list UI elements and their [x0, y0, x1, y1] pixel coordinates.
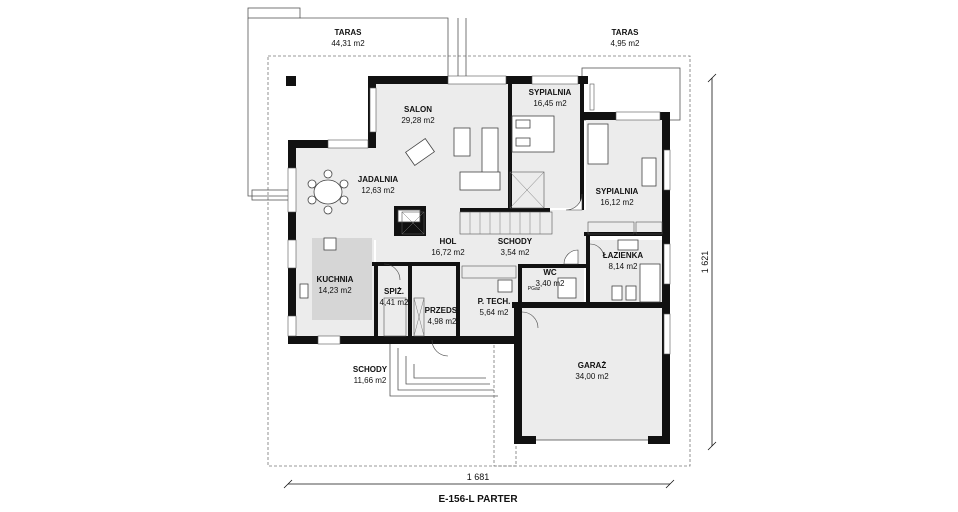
room-name-jadalnia: JADALNIA [358, 175, 399, 184]
room-name-salon: SALON [404, 105, 432, 114]
gas-meter-label: PGaz [528, 286, 541, 292]
dimension-horizontal: 1 681 [283, 472, 675, 489]
room-name-kuchnia: KUCHNIA [317, 275, 354, 284]
room-area-schody_out: 11,66 m2 [354, 376, 387, 385]
room-name-sypialnia1: SYPIALNIA [529, 88, 572, 97]
room-area-lazienka: 8,14 m2 [609, 262, 638, 271]
room-name-przeds: PRZEDS. [425, 306, 460, 315]
room-name-spiz: SPIŻ. [384, 287, 404, 296]
room-area-spiz: 4,41 m2 [380, 298, 409, 307]
room-area-salon: 29,28 m2 [401, 116, 435, 125]
room-area-taras2: 4,95 m2 [611, 39, 640, 48]
plan-title: E-156-L PARTER [438, 494, 518, 505]
room-area-sypialnia2: 16,12 m2 [600, 198, 634, 207]
doors [383, 193, 648, 441]
room-name-ptech: P. TECH. [478, 297, 511, 306]
room-name-schody_in: SCHODY [498, 237, 533, 246]
room-name-hol: HOL [440, 237, 457, 246]
room-area-ptech: 5,64 m2 [480, 308, 509, 317]
room-name-taras1: TARAS [335, 28, 363, 37]
room-area-hol: 16,72 m2 [431, 248, 465, 257]
room-name-sypialnia2: SYPIALNIA [596, 187, 639, 196]
room-area-schody_in: 3,54 m2 [501, 248, 530, 257]
room-name-lazienka: ŁAZIENKA [603, 251, 644, 260]
room-name-garaz: GARAŻ [578, 361, 607, 370]
room-area-jadalnia: 12,63 m2 [361, 186, 395, 195]
furniture [299, 115, 663, 337]
dim-horizontal-label: 1 681 [467, 472, 490, 482]
room-area-przeds: 4,98 m2 [428, 317, 457, 326]
room-name-taras2: TARAS [612, 28, 640, 37]
room-area-garaz: 34,00 m2 [575, 372, 609, 381]
room-area-kuchnia: 14,23 m2 [318, 286, 352, 295]
room-name-schody_out: SCHODY [353, 365, 388, 374]
room-area-sypialnia1: 16,45 m2 [533, 99, 567, 108]
room-labels: TARAS 44,31 m2 TARAS 4,95 m2 SALON 29,28 m2 SY… [317, 28, 644, 385]
windows [287, 75, 671, 355]
room-area-wc: 3,40 m2 [536, 279, 565, 288]
dimension-vertical: 1 621 [700, 73, 717, 451]
dim-vertical-label: 1 621 [700, 251, 710, 274]
room-name-wc: WC [543, 268, 557, 277]
room-area-taras1: 44,31 m2 [331, 39, 365, 48]
